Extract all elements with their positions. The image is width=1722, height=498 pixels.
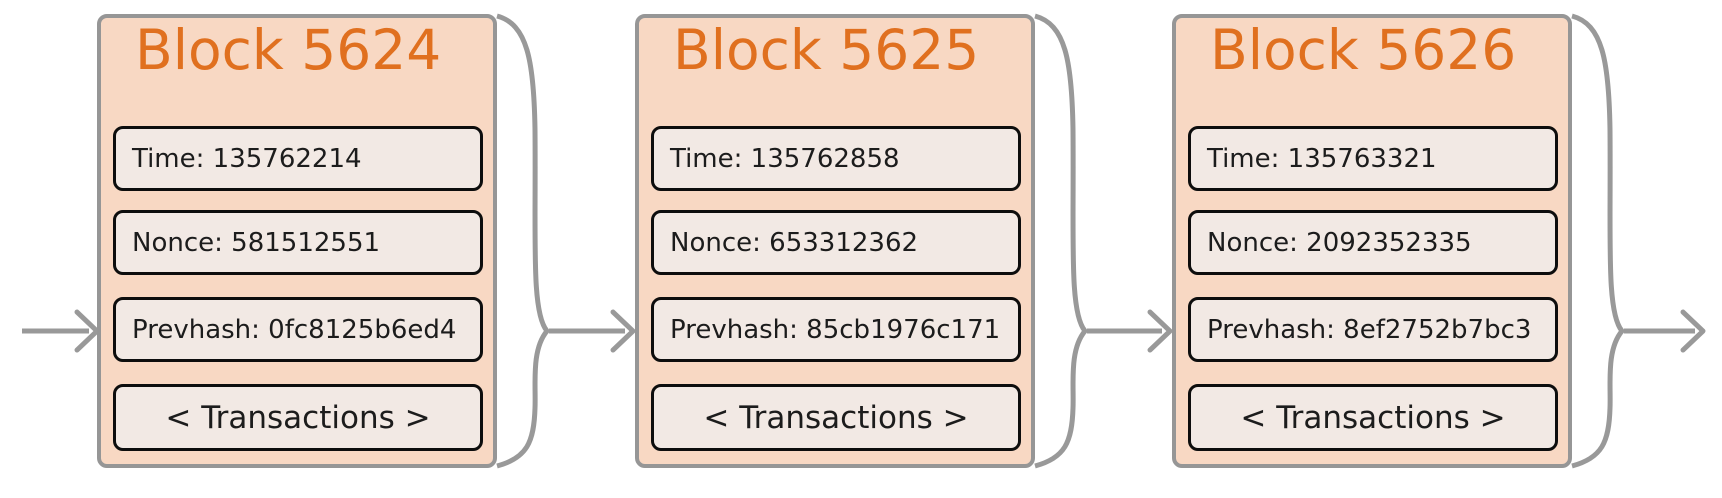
incoming-chain-arrow xyxy=(22,309,100,353)
block-title: Block 5624 xyxy=(135,18,442,82)
nonce-field: Nonce: 2092352335 xyxy=(1188,210,1558,275)
block-card-2: Block 5625 Time: 135762858 Nonce: 653312… xyxy=(635,14,1035,468)
block-title: Block 5626 xyxy=(1210,18,1517,82)
prevhash-field: Prevhash: 8ef2752b7bc3 xyxy=(1188,297,1558,362)
time-field: Time: 135762214 xyxy=(113,126,483,191)
prevhash-field: Prevhash: 0fc8125b6ed4 xyxy=(113,297,483,362)
block-title: Block 5625 xyxy=(673,18,980,82)
transactions-field: < Transactions > xyxy=(113,384,483,451)
hash-brace-arrow-3 xyxy=(1571,13,1706,469)
time-field: Time: 135763321 xyxy=(1188,126,1558,191)
hash-brace-arrow-2 xyxy=(1034,13,1173,469)
nonce-field: Nonce: 653312362 xyxy=(651,210,1021,275)
transactions-field: < Transactions > xyxy=(651,384,1021,451)
nonce-field: Nonce: 581512551 xyxy=(113,210,483,275)
transactions-field: < Transactions > xyxy=(1188,384,1558,451)
hash-brace-arrow-1 xyxy=(496,13,636,469)
time-field: Time: 135762858 xyxy=(651,126,1021,191)
block-card-3: Block 5626 Time: 135763321 Nonce: 209235… xyxy=(1172,14,1572,468)
prevhash-field: Prevhash: 85cb1976c171 xyxy=(651,297,1021,362)
block-card-1: Block 5624 Time: 135762214 Nonce: 581512… xyxy=(97,14,497,468)
